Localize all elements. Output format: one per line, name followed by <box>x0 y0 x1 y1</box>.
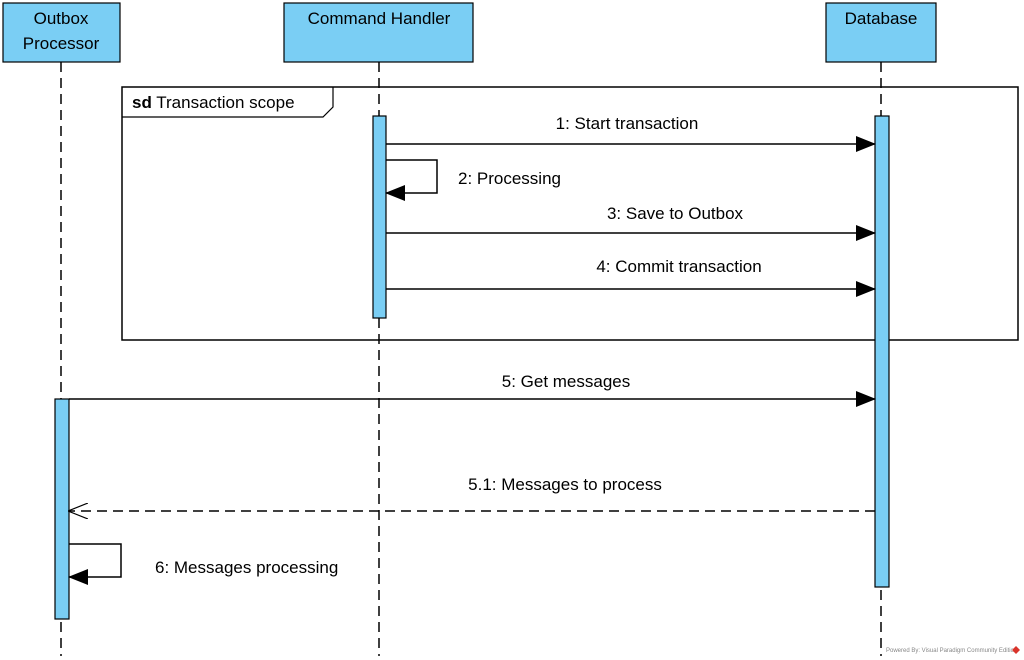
lifeline-label: Processor <box>23 34 100 53</box>
activation-handler <box>372 115 387 319</box>
lifeline-head-handler[interactable]: Command Handler <box>283 2 474 63</box>
frame-title: Transaction scope <box>156 93 294 112</box>
lifeline-label: Command Handler <box>308 9 451 28</box>
lifeline-head-db[interactable]: Database <box>825 2 937 63</box>
message-arrow-2[interactable] <box>385 159 438 201</box>
message-arrow-6[interactable] <box>68 543 122 585</box>
visual-paradigm-logo-icon <box>1012 646 1020 654</box>
message-label-1: 1: Start transaction <box>556 114 699 133</box>
lifeline-label: Database <box>845 9 918 28</box>
activation-outbox <box>54 398 70 620</box>
message-label-5: 5: Get messages <box>502 372 631 391</box>
message-label-4: 4: Commit transaction <box>596 257 761 276</box>
message-label-2: 2: Processing <box>458 169 561 188</box>
watermark: Powered By: Visual Paradigm Community Ed… <box>886 648 1017 654</box>
message-label-6: 6: Messages processing <box>155 558 338 577</box>
svg-text:sd Transaction scope: sd Transaction scope <box>132 93 295 112</box>
message-label-3: 3: Save to Outbox <box>607 204 744 223</box>
activation-db <box>874 115 890 588</box>
message-label-5-1: 5.1: Messages to process <box>468 475 662 494</box>
frame-keyword: sd <box>132 93 152 112</box>
lifeline-head-outbox[interactable]: Outbox Processor <box>2 2 121 63</box>
lifeline-label: Outbox <box>34 9 89 28</box>
combined-fragment-frame[interactable]: sd Transaction scope <box>121 86 1019 341</box>
